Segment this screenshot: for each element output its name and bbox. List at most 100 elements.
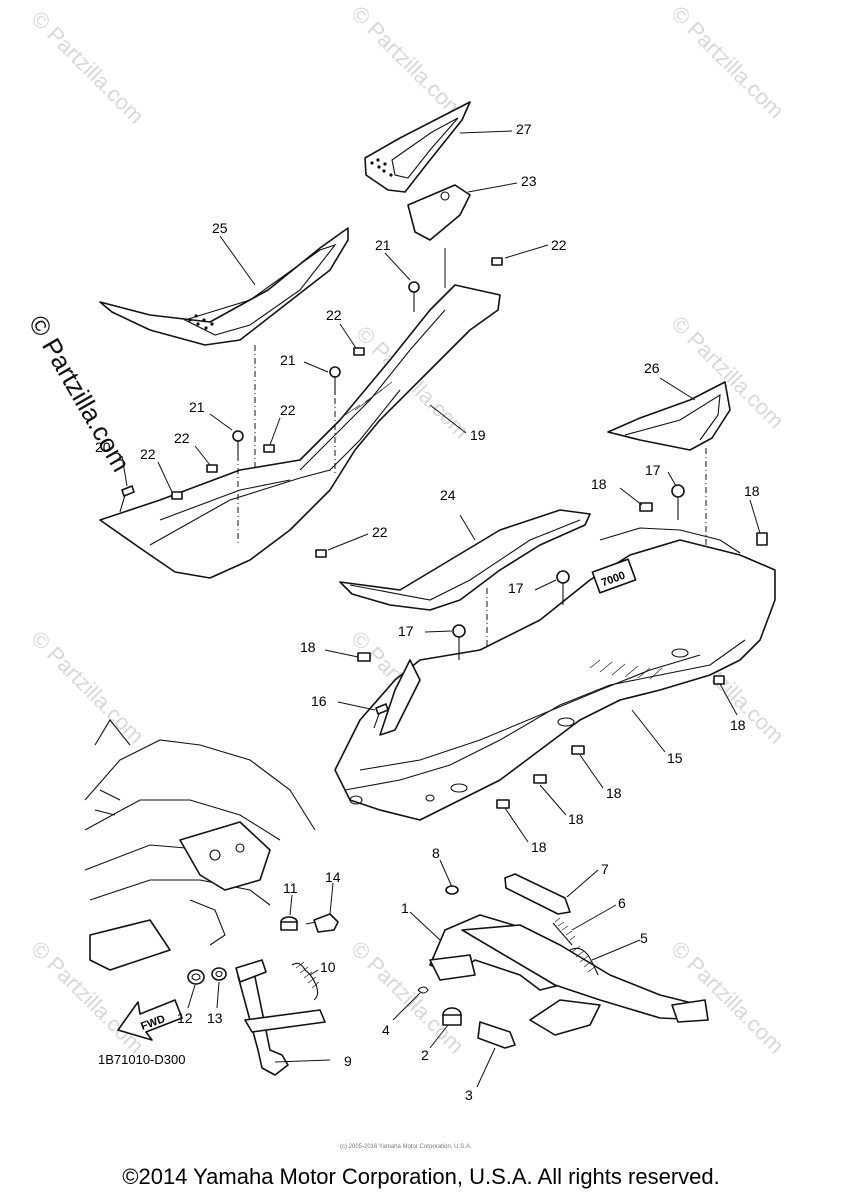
clip-icon xyxy=(571,745,585,755)
floor-cover-flap xyxy=(379,659,421,736)
screw-icon xyxy=(408,281,420,312)
part-23-bracket[interactable] xyxy=(407,184,471,241)
callout-22[interactable]: 22 xyxy=(174,430,190,446)
screw-icon xyxy=(329,366,341,395)
callout-8[interactable]: 8 xyxy=(432,845,440,861)
callout-27[interactable]: 27 xyxy=(516,121,532,137)
callout-18[interactable]: 18 xyxy=(730,717,746,733)
callout-labels: 27 23 25 22 21 22 21 26 21 22 19 22 20 2… xyxy=(95,121,760,1103)
callout-22[interactable]: 22 xyxy=(326,307,342,323)
callout-24[interactable]: 24 xyxy=(440,487,456,503)
frame-partial xyxy=(84,719,316,971)
callout-3[interactable]: 3 xyxy=(465,1087,473,1103)
diagram-code: 1B71010-D300 xyxy=(98,1052,185,1067)
fasteners-lower[interactable] xyxy=(357,484,768,809)
part-11-collar[interactable] xyxy=(280,916,298,931)
clip-icon xyxy=(533,774,547,784)
callout-18[interactable]: 18 xyxy=(568,811,584,827)
part-27-mat[interactable] xyxy=(364,101,471,193)
callout-6[interactable]: 6 xyxy=(618,895,626,911)
fwd-arrow: FWD xyxy=(117,999,183,1041)
callout-2[interactable]: 2 xyxy=(421,1047,429,1063)
callout-20[interactable]: 20 xyxy=(95,439,111,455)
callout-18[interactable]: 18 xyxy=(744,483,760,499)
callout-23[interactable]: 23 xyxy=(521,173,537,189)
center-stand-assembly[interactable] xyxy=(417,873,709,1049)
callout-17[interactable]: 17 xyxy=(645,462,661,478)
callout-14[interactable]: 14 xyxy=(325,869,341,885)
watermark: © Partzilla.com xyxy=(666,1,789,124)
screw-icon xyxy=(232,430,244,460)
callout-16[interactable]: 16 xyxy=(311,693,327,709)
part-26-mat[interactable] xyxy=(607,381,731,451)
callout-18[interactable]: 18 xyxy=(300,639,316,655)
part-3-bolt[interactable] xyxy=(477,1021,516,1049)
part-5-spring[interactable] xyxy=(569,945,599,976)
callout-15[interactable]: 15 xyxy=(667,750,683,766)
callout-11[interactable]: 11 xyxy=(283,880,298,896)
floor-holes xyxy=(349,648,689,805)
callout-9[interactable]: 9 xyxy=(344,1053,352,1069)
callout-22[interactable]: 22 xyxy=(372,524,388,540)
callout-18[interactable]: 18 xyxy=(606,785,622,801)
part-13-washer[interactable] xyxy=(211,967,227,981)
part-10-spring[interactable] xyxy=(291,962,319,1001)
callout-22[interactable]: 22 xyxy=(551,237,567,253)
watermark: © Partzilla.com xyxy=(26,6,149,129)
clip-icon xyxy=(171,491,183,500)
callout-21[interactable]: 21 xyxy=(189,399,205,415)
part-15-floor-cover[interactable]: 7000 xyxy=(334,527,776,821)
clip-icon xyxy=(315,549,327,558)
clip-icon xyxy=(206,464,218,473)
side-stand-assembly[interactable] xyxy=(187,913,339,1076)
screw-icon xyxy=(452,624,466,660)
side-watermark: © Partzilla.com xyxy=(23,310,137,477)
callout-26[interactable]: 26 xyxy=(644,360,660,376)
part-4-clip[interactable] xyxy=(417,986,429,994)
watermark: © Partzilla.com xyxy=(346,1,469,124)
callout-22[interactable]: 22 xyxy=(280,402,296,418)
callout-19[interactable]: 19 xyxy=(470,427,486,443)
callout-13[interactable]: 13 xyxy=(207,1010,223,1026)
screw-icon xyxy=(373,703,389,729)
callout-25[interactable]: 25 xyxy=(212,220,228,236)
part-24-mat[interactable] xyxy=(339,509,591,611)
callout-21[interactable]: 21 xyxy=(375,237,391,253)
part-8-washer[interactable] xyxy=(445,885,459,895)
part-25-mat[interactable] xyxy=(99,227,349,346)
callout-17[interactable]: 17 xyxy=(508,580,524,596)
callout-7[interactable]: 7 xyxy=(601,861,609,877)
clip-icon xyxy=(491,257,503,266)
leader-lines xyxy=(121,130,761,1088)
footer-copyright: ©2014 Yamaha Motor Corporation, U.S.A. A… xyxy=(122,1164,720,1189)
callout-4[interactable]: 4 xyxy=(382,1022,390,1038)
callout-12[interactable]: 12 xyxy=(177,1010,193,1026)
watermark: © Partzilla.com xyxy=(26,626,149,749)
screw-icon xyxy=(671,484,685,520)
callout-1[interactable]: 1 xyxy=(401,900,409,916)
clip-icon xyxy=(357,652,371,662)
callout-18[interactable]: 18 xyxy=(591,476,607,492)
callout-17[interactable]: 17 xyxy=(398,623,414,639)
clip-icon xyxy=(756,532,768,546)
callout-10[interactable]: 10 xyxy=(320,959,336,975)
callout-18[interactable]: 18 xyxy=(531,839,547,855)
screw-icon xyxy=(119,485,135,513)
clip-icon xyxy=(263,444,275,453)
callout-22[interactable]: 22 xyxy=(140,446,156,462)
clip-icon xyxy=(713,675,725,685)
screw-icon xyxy=(556,570,570,605)
part-2-collar[interactable] xyxy=(442,1007,462,1026)
part-12-nut[interactable] xyxy=(187,969,205,985)
callout-5[interactable]: 5 xyxy=(640,930,648,946)
part-14-bolt[interactable] xyxy=(305,913,339,933)
part-7-shaft[interactable] xyxy=(504,873,571,915)
clip-icon xyxy=(353,347,365,356)
part-19-left-cover[interactable] xyxy=(99,284,501,579)
callout-21[interactable]: 21 xyxy=(280,352,296,368)
watermark: © Partzilla.com xyxy=(666,936,789,1059)
mat-holes xyxy=(370,158,393,177)
fasteners-upper[interactable] xyxy=(119,257,503,558)
part-6-spring[interactable] xyxy=(552,917,576,946)
